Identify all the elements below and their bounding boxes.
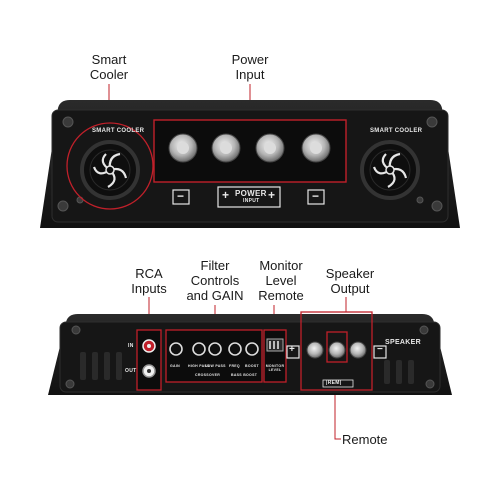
monitor-level-port: [263, 329, 287, 383]
low-pass-label: LOW PASS: [205, 364, 226, 368]
gain-label: GAIN: [170, 364, 180, 368]
power-plus-left: +: [222, 188, 230, 202]
power-terminal: [168, 133, 198, 163]
rca-out-label: OUT: [125, 368, 137, 374]
power-sub-label: INPUT: [243, 198, 260, 204]
rca-input-block: [136, 329, 162, 391]
speaker-label: SPEAKER: [385, 339, 421, 346]
bass-boost-label: BASS BOOST: [231, 373, 258, 377]
boost-label: BOOST: [245, 364, 259, 368]
monitor-level-label: MONITOR LEVEL: [265, 364, 285, 372]
remote-leader: [334, 392, 341, 440]
filter-controls-callout: Filter Controls and GAIN: [186, 258, 244, 303]
rem-label: |REM|: [326, 380, 342, 386]
high-pass-label: HIGH PASS: [188, 364, 210, 368]
rca-inputs-callout: RCA Inputs: [131, 266, 167, 296]
remote-callout: Remote: [342, 432, 388, 447]
freq-knob: [228, 342, 242, 356]
left-fan-label: SMART COOLER: [92, 128, 145, 134]
power-input-block: [153, 119, 347, 183]
right-smart-cooler-fan: [360, 140, 420, 200]
front-panel: [40, 100, 460, 228]
speaker-plus: +: [289, 344, 296, 355]
left-smart-cooler-fan: [66, 122, 154, 210]
back-panel: [48, 311, 452, 395]
right-fan-label: SMART COOLER: [370, 128, 423, 134]
power-terminal: [255, 133, 285, 163]
speaker-terminal: [306, 341, 324, 359]
speaker-output-block: [286, 311, 387, 391]
boost-knob: [245, 342, 259, 356]
low-pass-knob: [208, 342, 222, 356]
power-minus-right: −: [312, 189, 320, 203]
power-minus-left: −: [177, 189, 185, 203]
power-input-callout: Power Input: [231, 52, 269, 82]
remote-terminal: [328, 341, 346, 359]
power-terminal: [301, 133, 331, 163]
crossover-label: CROSSOVER: [195, 373, 221, 377]
speaker-minus: −: [377, 344, 384, 355]
rca-in-label: IN: [128, 343, 134, 349]
power-plus-right: +: [268, 188, 276, 202]
freq-label: FREQ: [229, 364, 240, 368]
power-label: POWER: [235, 189, 267, 198]
high-pass-knob: [192, 342, 206, 356]
monitor-level-callout: Monitor Level Remote: [258, 258, 304, 303]
speaker-output-callout: Speaker Output: [325, 266, 375, 296]
smart-cooler-callout: Smart Cooler: [89, 52, 129, 82]
power-terminal: [211, 133, 241, 163]
filter-controls-block: [165, 329, 263, 383]
gain-knob: [169, 342, 183, 356]
speaker-terminal: [349, 341, 367, 359]
